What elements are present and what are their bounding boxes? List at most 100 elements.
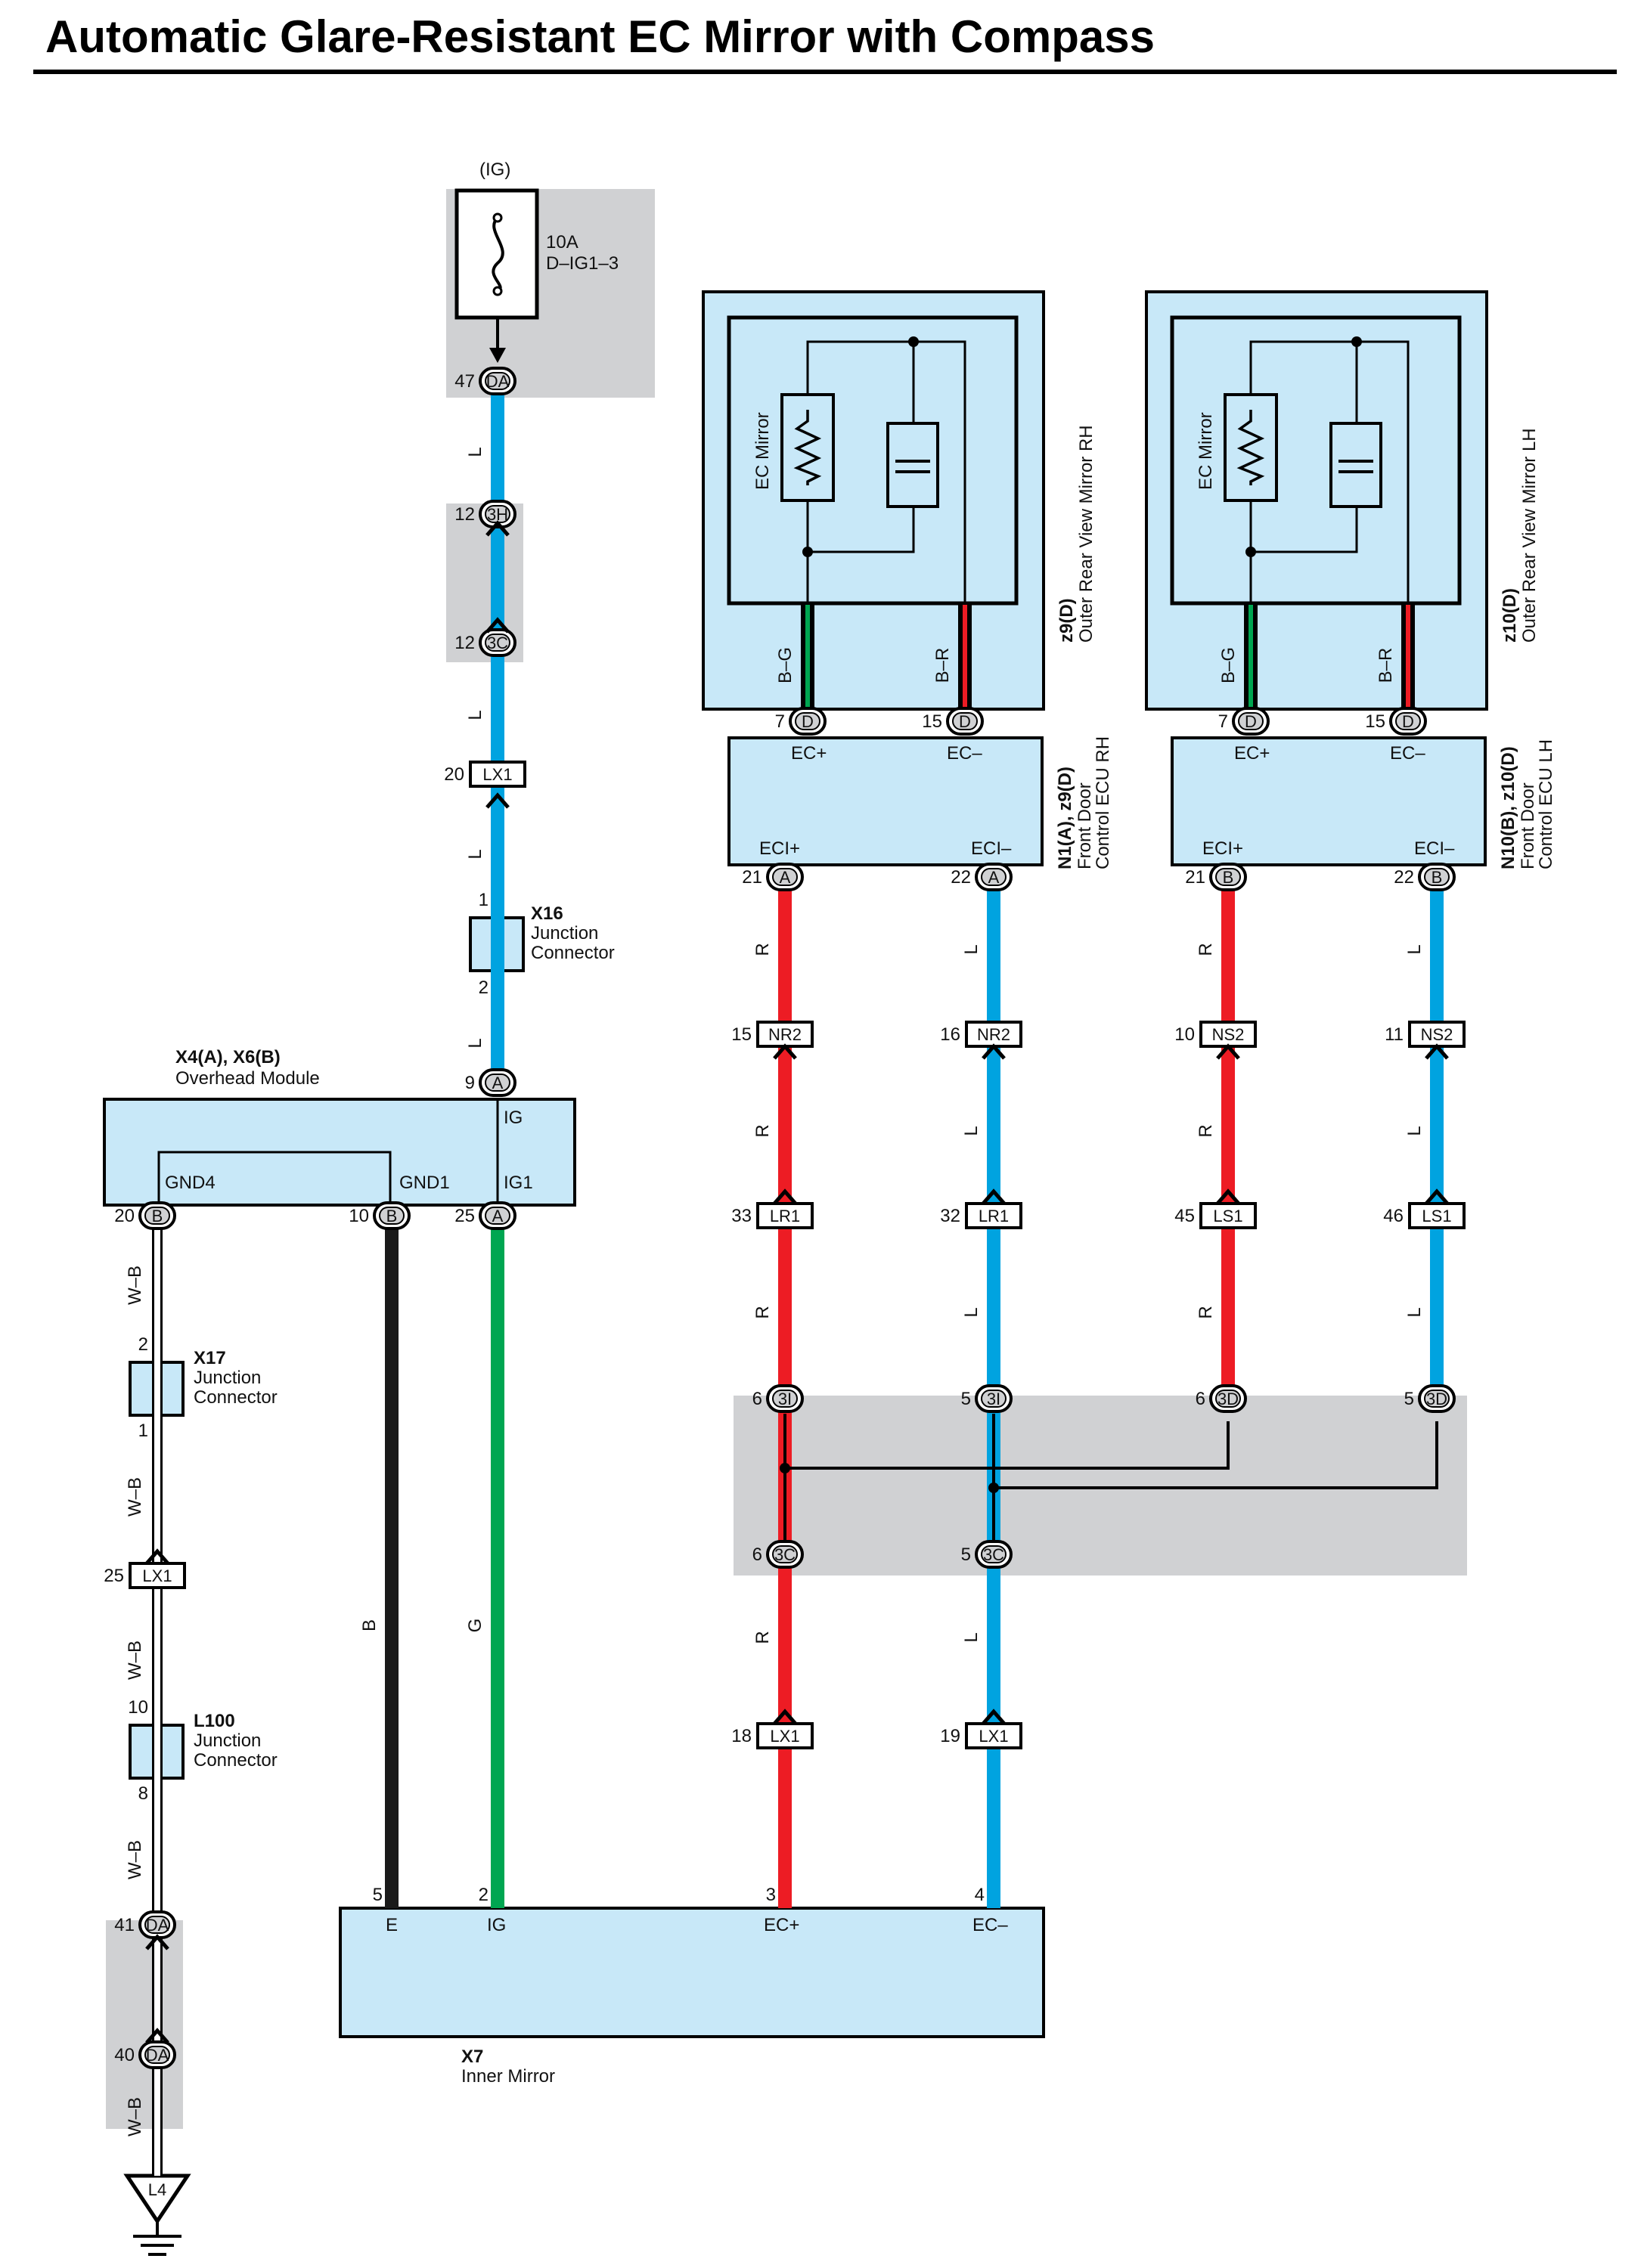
overhead-gnd4: GND4 (165, 1173, 216, 1193)
junction-x17-line1: Junction (194, 1368, 261, 1388)
shaded-region (106, 1920, 183, 2129)
connector-pin: 5 (961, 1545, 971, 1565)
connector-box (129, 1562, 186, 1589)
connector-name: 3I (987, 1390, 1000, 1408)
connector-name: 3D (1426, 1390, 1447, 1408)
connector-marker: D7 (775, 707, 827, 736)
connector-marker: 3D 6 (1196, 1384, 1247, 1413)
wire-code: B (359, 1619, 380, 1631)
connector-oval-inner (1424, 868, 1450, 886)
connector-pin: 45 (1174, 1206, 1195, 1226)
overhead-gnd1: GND1 (399, 1173, 450, 1193)
wire-code: L (961, 944, 982, 954)
connector-pin: 11 (1385, 1024, 1404, 1045)
chevron-mark (485, 520, 510, 537)
ecu-lh-box (1171, 736, 1487, 866)
wire-code: W–B (125, 1266, 145, 1305)
connector-name: A (780, 868, 791, 887)
connector-pin: 7 (1218, 711, 1228, 732)
chevron-mark (982, 1709, 1006, 1725)
chevron-mark (982, 1043, 1006, 1060)
connector-name: LS1 (1213, 1207, 1242, 1225)
wire-code: W–B (125, 2097, 145, 2136)
connector-box (469, 761, 526, 788)
junction-l100-line2: Connector (194, 1750, 278, 1771)
wire-code: L (465, 1038, 485, 1048)
wire-br-rh-stripe (963, 605, 967, 718)
connector-pin: 22 (1394, 867, 1414, 888)
connector-marker: 3I5 (961, 1384, 1013, 1413)
connector-pin: 33 (731, 1206, 752, 1226)
connector-marker: B21 (1185, 863, 1247, 891)
connector-oval-inner (144, 1916, 170, 1934)
connector-pin: 22 (951, 867, 971, 888)
connector-marker: A25 (454, 1201, 516, 1230)
connector-oval-inner (772, 868, 798, 886)
inner-mirror-ec-minus: EC– (972, 1915, 1008, 1935)
connector-name: B (1223, 868, 1234, 887)
connector-oval-inner (144, 2046, 170, 2064)
connector-name: D (1245, 712, 1257, 731)
wire-code: L (465, 710, 485, 720)
wire-code: L (961, 1632, 982, 1642)
ground-label: L4 (148, 2180, 166, 2199)
connector-marker: B20 (114, 1201, 176, 1230)
connector-name: D (959, 712, 971, 731)
connector-oval-inner (485, 1207, 510, 1225)
connector-marker: B10 (349, 1201, 411, 1230)
connector-name: 3D (1217, 1390, 1239, 1408)
pin-number: 5 (373, 1885, 383, 1905)
connector-pin: 20 (114, 1206, 135, 1226)
ecu-rh-name-1: Front Door (1075, 782, 1095, 869)
ecu-lh-ec-minus: EC– (1390, 743, 1425, 764)
connector-pin: 19 (940, 1726, 960, 1746)
wire-code: B–G (1218, 647, 1239, 683)
ecu-rh-eci-plus: ECI+ (759, 838, 800, 859)
fuse-icon (492, 216, 504, 293)
wire-code: R (1196, 1306, 1216, 1318)
connector-pin: 6 (1196, 1389, 1205, 1409)
connector-box (1199, 1202, 1257, 1229)
connector-oval-inner (485, 634, 510, 652)
connector-pin: 6 (752, 1545, 762, 1565)
overhead-ig1: IG1 (504, 1173, 533, 1193)
junction-x17-line2: Connector (194, 1387, 278, 1408)
wire-code: W–B (125, 1477, 145, 1517)
connector-pin: 46 (1383, 1206, 1404, 1226)
inner-mirror-e: E (386, 1915, 398, 1935)
mirror-lh-code: z10(D) (1500, 588, 1520, 643)
wire-bg-lh-stripe (1249, 605, 1253, 718)
mirror-rh-element-label: EC Mirror (752, 412, 773, 490)
connector-oval-inner (1395, 712, 1421, 730)
overhead-module-name: Overhead Module (175, 1068, 320, 1089)
wire-bg-rh-stripe (805, 605, 810, 718)
chevron-mark (145, 1548, 169, 1565)
inner-mirror-name: Inner Mirror (461, 2066, 555, 2087)
connector-box (965, 1722, 1022, 1749)
mirror-rh-name: Outer Rear View Mirror RH (1076, 425, 1097, 643)
connector-name: 3C (487, 634, 508, 652)
connector-pin: 21 (742, 867, 762, 888)
connector-box (965, 1202, 1022, 1229)
connector-marker: D7 (1218, 707, 1270, 736)
connector-name: DA (486, 372, 510, 391)
wire-code: R (752, 1124, 773, 1137)
connector-oval-inner (144, 1207, 170, 1225)
splice-dot (988, 1483, 999, 1493)
junction-x17-code: X17 (194, 1348, 226, 1368)
splice-dot (780, 1463, 790, 1473)
connector-oval-inner (772, 1390, 798, 1408)
connector-name: LX1 (482, 765, 512, 784)
junction-x16-code: X16 (531, 903, 563, 924)
connector-oval-inner (1238, 712, 1264, 730)
wire-code: R (752, 943, 773, 956)
chevron-mark (485, 792, 510, 809)
